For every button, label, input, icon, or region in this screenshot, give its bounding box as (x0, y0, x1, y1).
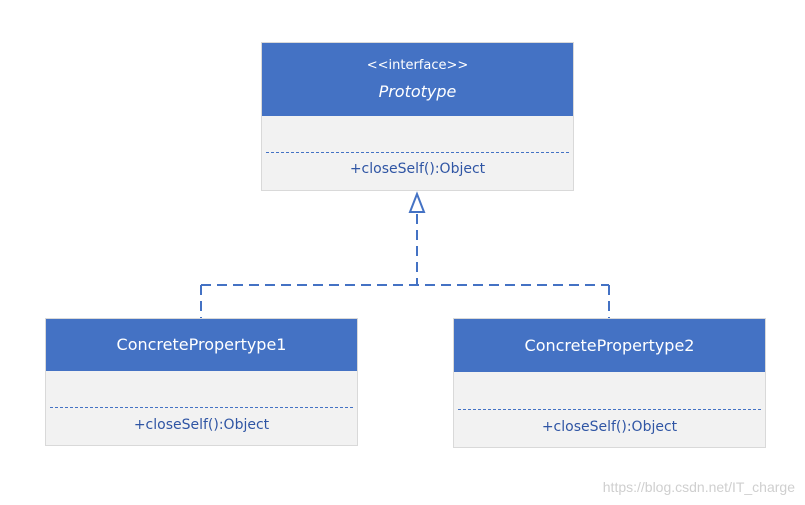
class-box-concrete-2[interactable]: ConcretePropertype2 +closeSelf():Object (453, 318, 766, 448)
class-header-prototype: <<interface>> Prototype (262, 43, 573, 116)
attribute-section-prototype: +closeSelf():Object (262, 116, 573, 190)
attribute-section-concrete-1: +closeSelf():Object (46, 371, 357, 445)
class-name-concrete-1: ConcretePropertype1 (116, 335, 287, 354)
section-divider (458, 409, 761, 410)
watermark-text: https://blog.csdn.net/IT_charge (602, 479, 795, 495)
method-label-concrete-1: +closeSelf():Object (133, 417, 270, 433)
method-label-concrete-2: +closeSelf():Object (541, 419, 678, 435)
class-box-concrete-1[interactable]: ConcretePropertype1 +closeSelf():Object (45, 318, 358, 446)
class-header-concrete-1: ConcretePropertype1 (46, 319, 357, 371)
class-box-prototype[interactable]: <<interface>> Prototype +closeSelf():Obj… (261, 42, 574, 191)
class-header-concrete-2: ConcretePropertype2 (454, 319, 765, 372)
method-label-prototype: +closeSelf():Object (349, 161, 486, 177)
section-divider (50, 407, 353, 408)
realization-arrowhead-icon (408, 191, 426, 213)
class-name-prototype: Prototype (378, 81, 457, 101)
attribute-section-concrete-2: +closeSelf():Object (454, 372, 765, 447)
class-name-concrete-2: ConcretePropertype2 (524, 335, 695, 355)
section-divider (266, 152, 569, 153)
stereotype-label: <<interface>> (366, 57, 469, 73)
